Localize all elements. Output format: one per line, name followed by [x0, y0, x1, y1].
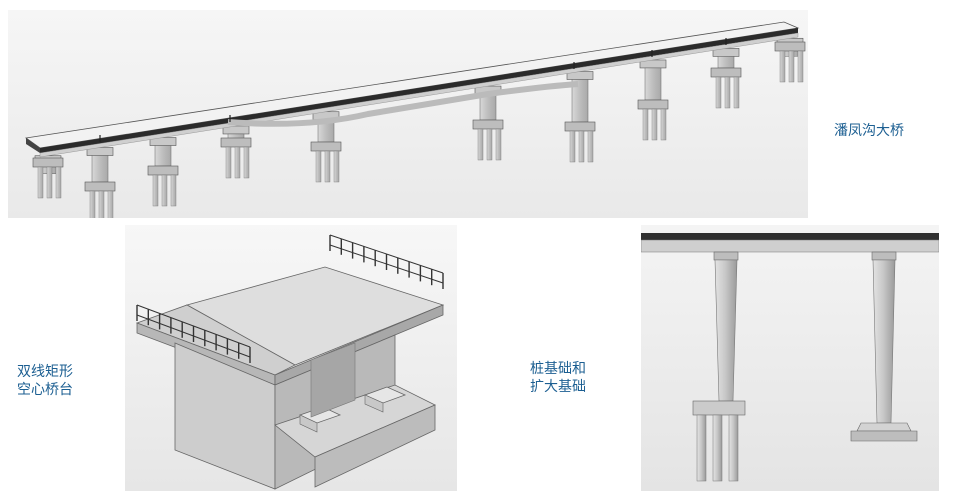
bridge-overview-svg	[24, 21, 806, 218]
deck-joints	[99, 38, 727, 142]
bridge-piers	[32, 37, 806, 218]
foundation-svg	[641, 233, 939, 482]
railing-posts	[136, 235, 444, 363]
foundation-type-label: 桩基础和 扩大基础	[530, 361, 586, 395]
abutment-render	[125, 225, 457, 491]
abutment-type-label: 双线矩形 空心桥台	[17, 364, 73, 398]
bridge-overview-render	[8, 10, 808, 218]
abutment-svg	[135, 234, 445, 490]
bridge-deck	[24, 21, 800, 158]
foundation-render	[641, 225, 939, 491]
bridge-name-label: 潘凤沟大桥	[834, 123, 904, 139]
